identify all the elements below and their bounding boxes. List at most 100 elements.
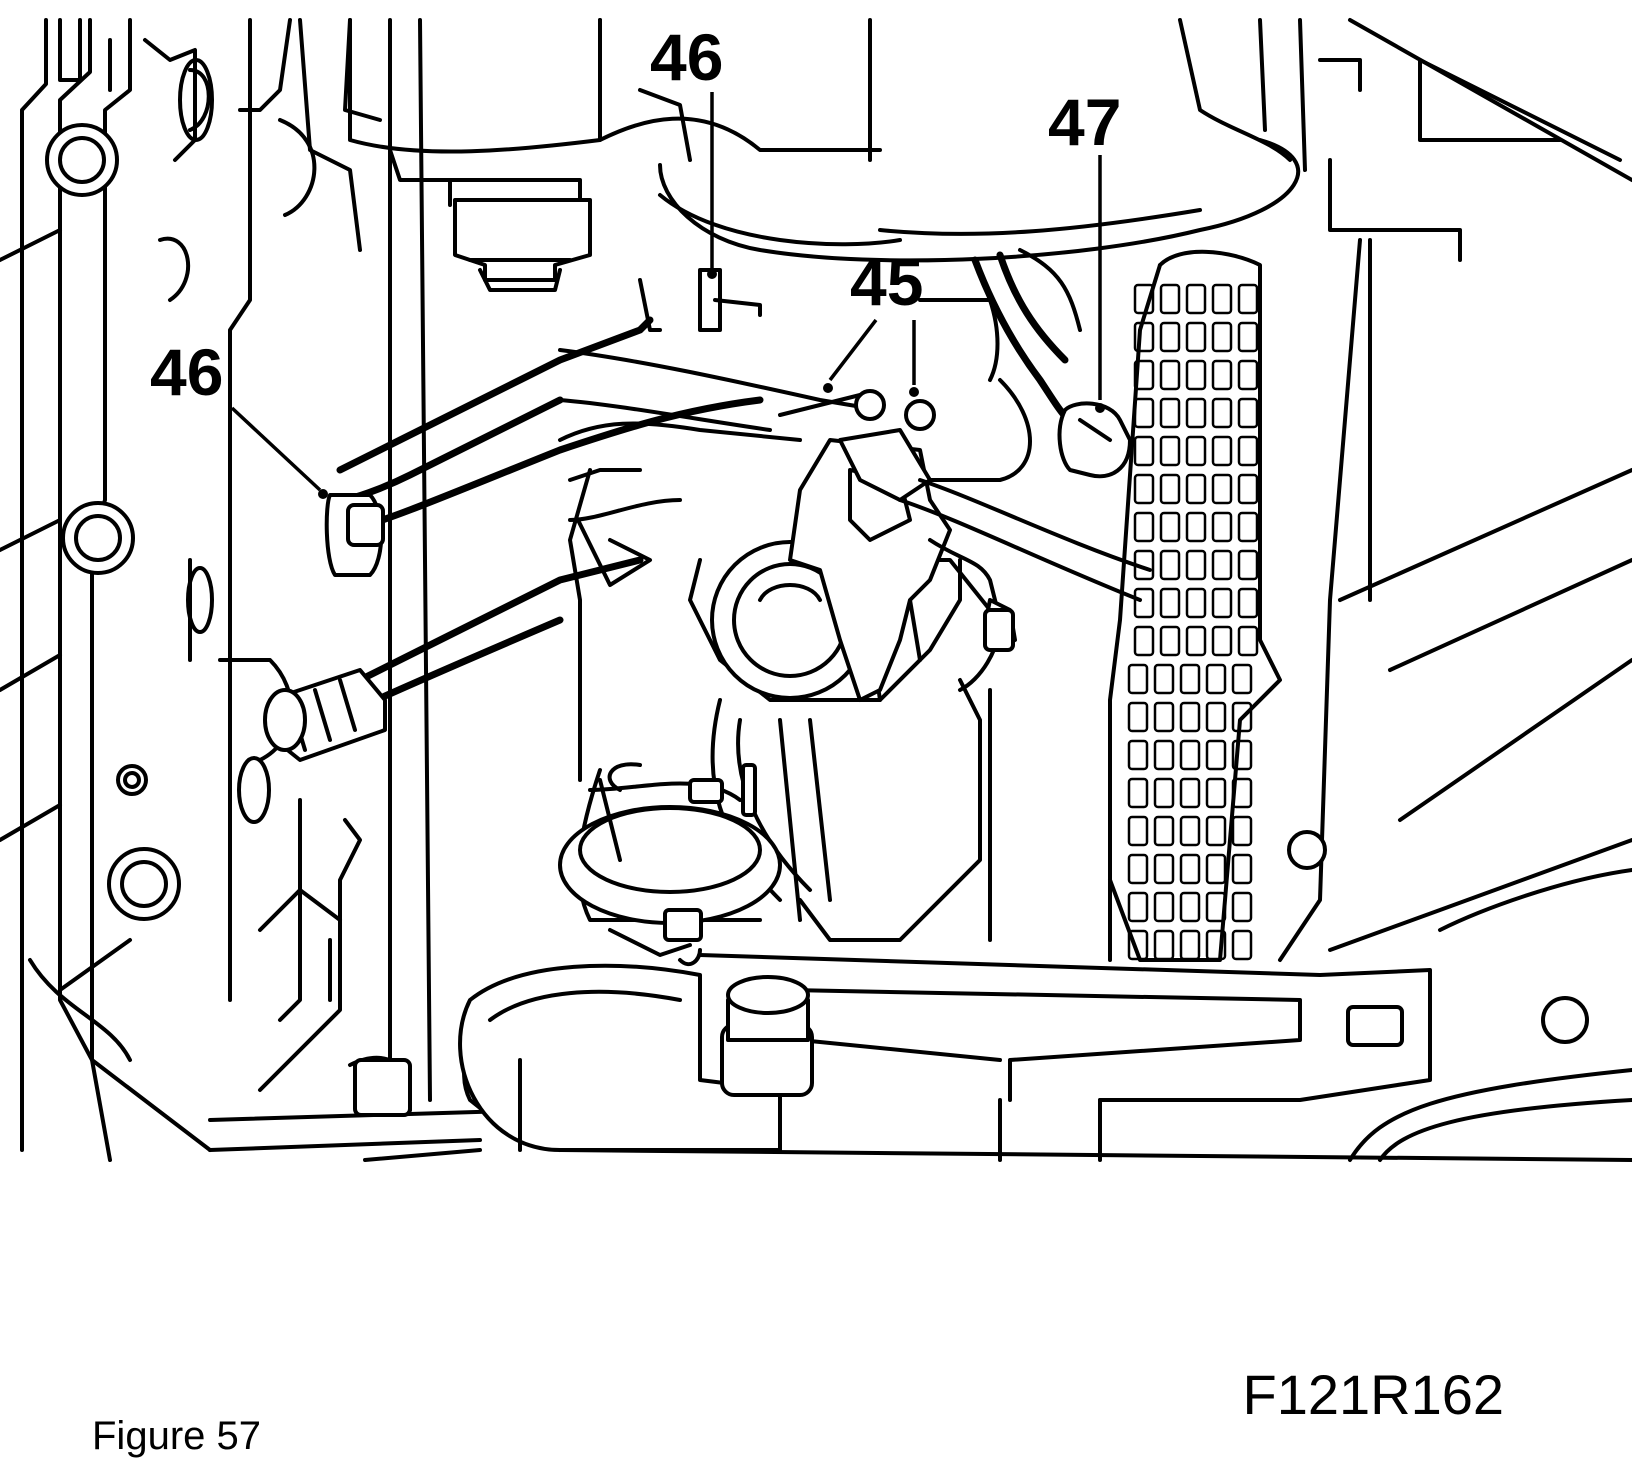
- figure-caption: Figure 57: [92, 1414, 261, 1458]
- bellows-cell: [1237, 587, 1259, 619]
- bellows-cell: [1211, 549, 1233, 581]
- callout-46-left-label: 46: [150, 335, 223, 409]
- bellows-cell: [1211, 587, 1233, 619]
- bellows-cell: [1153, 853, 1175, 885]
- bellows-cell: [1127, 929, 1149, 961]
- flange-bolt: [107, 847, 181, 921]
- bellows-cell: [1185, 549, 1207, 581]
- bellows-cell: [1159, 321, 1181, 353]
- bellows-cell: [1231, 853, 1253, 885]
- bellows-cell: [1205, 777, 1227, 809]
- callout-45: 45: [823, 245, 923, 397]
- bellows-cell: [1127, 815, 1149, 847]
- right-housing: [1278, 18, 1632, 1162]
- bellows-cell: [1211, 473, 1233, 505]
- bellows-cell: [1237, 397, 1259, 429]
- callout-47-label: 47: [1048, 85, 1121, 159]
- bellows-cell: [1127, 739, 1149, 771]
- bellows-cell: [1159, 625, 1181, 657]
- bellows-cell: [1159, 473, 1181, 505]
- callout-46-top-label: 46: [650, 20, 723, 94]
- bellows-cell: [1185, 283, 1207, 315]
- bellows-cell: [1133, 397, 1155, 429]
- bellows-cell: [1231, 701, 1253, 733]
- figure-id: F121R162: [1242, 1363, 1504, 1426]
- bellows-cell: [1153, 891, 1175, 923]
- bellows-cell: [1159, 435, 1181, 467]
- bellows-cell: [1127, 777, 1149, 809]
- bellows-cell: [1231, 929, 1253, 961]
- bellows-cell: [1205, 701, 1227, 733]
- bellows-cell: [1237, 625, 1259, 657]
- bellows-cell: [1179, 853, 1201, 885]
- bellows-cell: [1231, 815, 1253, 847]
- bellows-cell: [1185, 511, 1207, 543]
- bellows-cell: [1205, 929, 1227, 961]
- bellows-cell: [1179, 929, 1201, 961]
- bellows-cell: [1237, 283, 1259, 315]
- bellows-cell: [1159, 359, 1181, 391]
- bellows-cell: [1179, 663, 1201, 695]
- left-connector: [263, 493, 387, 762]
- fuel-lines: [336, 251, 1152, 709]
- bottom-bracket: [208, 953, 1632, 1162]
- bellows-cell: [1133, 321, 1155, 353]
- bellows-cell: [1153, 929, 1175, 961]
- bellows-cell: [1133, 283, 1155, 315]
- bellows-cell: [1133, 359, 1155, 391]
- bellows-cell: [1133, 435, 1155, 467]
- bellows-cell: [1231, 739, 1253, 771]
- flange-bolt: [61, 501, 135, 575]
- callout-45-label: 45: [850, 245, 923, 319]
- left-housing: [0, 18, 432, 1162]
- bellows-cell: [1231, 663, 1253, 695]
- bellows-cell: [1211, 625, 1233, 657]
- bellows-cell: [1185, 397, 1207, 429]
- bellows-cell: [1153, 701, 1175, 733]
- bellows-cell: [1205, 815, 1227, 847]
- bellows-cell: [1237, 473, 1259, 505]
- bellows-cell: [1153, 739, 1175, 771]
- bellows-cell: [1133, 473, 1155, 505]
- central-pump: [558, 421, 992, 967]
- bellows-cell: [1211, 435, 1233, 467]
- bellows-cell: [1205, 853, 1227, 885]
- bellows-cell: [1185, 587, 1207, 619]
- bellows-cell: [1231, 777, 1253, 809]
- bellows-cell: [1179, 815, 1201, 847]
- bellows-cell: [1211, 359, 1233, 391]
- bellows-cell: [1179, 701, 1201, 733]
- bellows-cell: [1211, 321, 1233, 353]
- bellows-cell: [1127, 891, 1149, 923]
- filter-housing: [348, 18, 1307, 482]
- corrugated-bellows: [1108, 249, 1282, 962]
- bellows-cell: [1205, 891, 1227, 923]
- bellows-cell: [1159, 587, 1181, 619]
- callout-46-left: 46: [150, 335, 328, 499]
- bellows-cell: [1159, 397, 1181, 429]
- bellows-cell: [1127, 701, 1149, 733]
- bellows-cell: [1205, 663, 1227, 695]
- bellows-cell: [1185, 435, 1207, 467]
- bellows-cell: [1159, 549, 1181, 581]
- bellows-cell: [1153, 815, 1175, 847]
- callout-47: 47: [1048, 85, 1121, 413]
- bellows-cell: [1237, 511, 1259, 543]
- bellows-cell: [1205, 739, 1227, 771]
- bellows-cell: [1185, 321, 1207, 353]
- bellows-cell: [1159, 283, 1181, 315]
- bellows-cell: [1185, 359, 1207, 391]
- bellows-cell: [1237, 359, 1259, 391]
- flange-bolt: [45, 123, 119, 197]
- bellows-cell: [1179, 891, 1201, 923]
- bellows-cell: [1211, 283, 1233, 315]
- bellows-cell: [1237, 321, 1259, 353]
- callout-labels: 46 47 45 46: [150, 20, 1121, 499]
- bellows-cell: [1133, 625, 1155, 657]
- bellows-cell: [1179, 739, 1201, 771]
- bellows-cell: [1127, 853, 1149, 885]
- bellows-cell: [1127, 663, 1149, 695]
- bracket-bolt: [720, 975, 814, 1097]
- bellows-cell: [1231, 891, 1253, 923]
